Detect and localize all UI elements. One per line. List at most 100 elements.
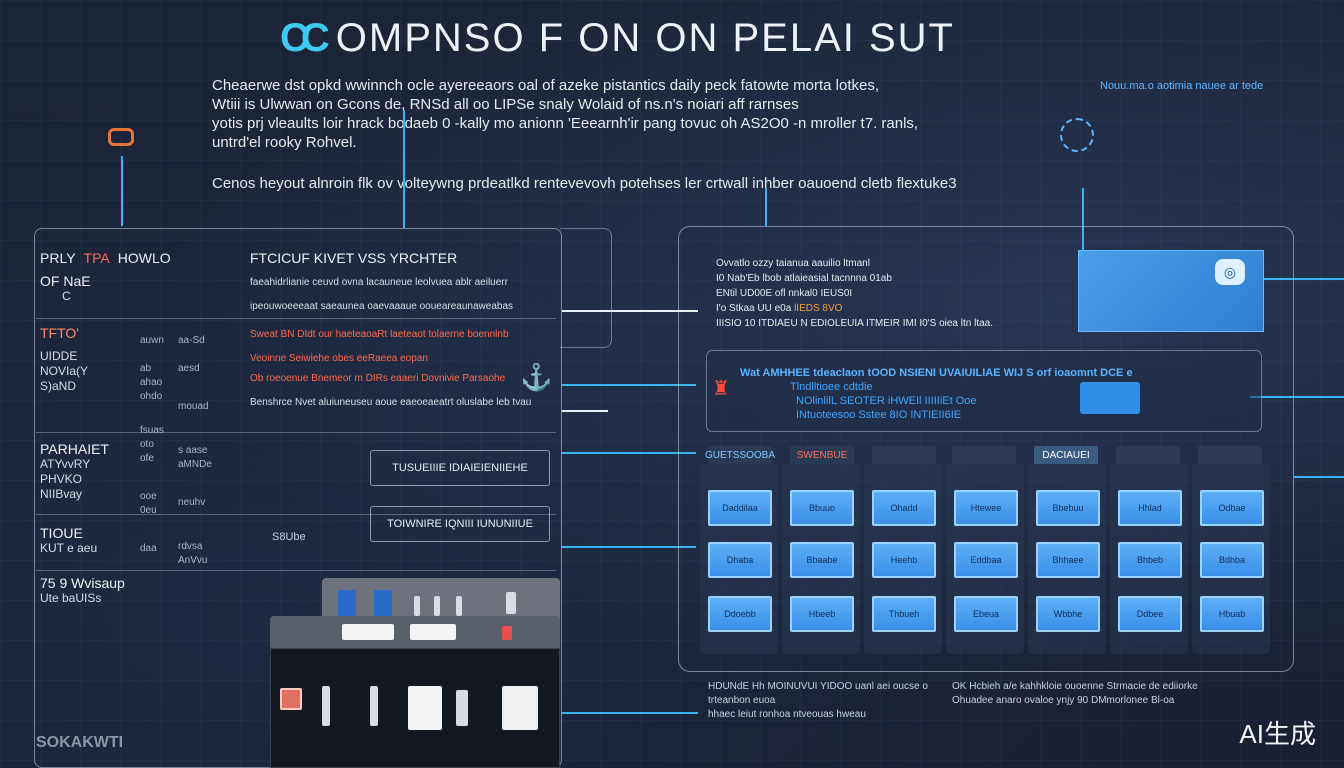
left-section[interactable]: PARHAIET ATYvvRY PHVKO NIIBvay (40, 442, 109, 502)
intro-line: untrd'el rooky Rohvel. (212, 134, 357, 151)
column-cell: oto (140, 439, 154, 450)
left-action-box[interactable]: TUSUEIIIE IDIAIEIENIIEHE (370, 450, 550, 486)
column-cell: aMNDe (178, 459, 212, 470)
console-key[interactable] (414, 596, 420, 616)
header-label: PRLY (40, 250, 76, 266)
console-button[interactable] (410, 624, 456, 640)
dashboard-tile[interactable]: Ddbee (1118, 596, 1182, 632)
dashboard-tile[interactable]: Ohadd (872, 490, 936, 526)
divider (36, 318, 556, 319)
connector-line (1264, 278, 1344, 280)
globe-icon[interactable] (1060, 118, 1094, 152)
left-section[interactable]: TIOUE KUT e aeu (40, 526, 97, 556)
console-key[interactable] (280, 688, 302, 710)
dashboard-tile[interactable]: Odbae (1200, 490, 1264, 526)
ai-generated-badge: AI生成 (1239, 719, 1316, 749)
section-line: S)aND (40, 379, 77, 393)
column-cell: 0eu (140, 505, 157, 516)
right-panel (678, 226, 1294, 672)
console-key[interactable] (370, 686, 378, 726)
dashboard-tile[interactable]: Bbuuo (790, 490, 854, 526)
tile-tab[interactable]: DACIAUEI (1034, 446, 1098, 464)
brand-label: SOKAKWTI (36, 734, 124, 751)
footer-right: OK Hcbieh a/e kahhkloie ouoenne Strmacie… (952, 680, 1252, 708)
dashboard-tile[interactable]: Bdhba (1200, 542, 1264, 578)
control-console (270, 578, 560, 768)
dashboard-tile[interactable]: Dhaba (708, 542, 772, 578)
dashboard-tile[interactable]: Bhbeb (1118, 542, 1182, 578)
left-section[interactable]: TFTO' UIDDE NOVIa(Y S)aND (40, 326, 88, 394)
console-button[interactable] (342, 624, 394, 640)
link-icon[interactable] (108, 128, 134, 146)
alert-row: Sweat BN DIdt our haeteaoaRt laeteaot to… (250, 329, 509, 340)
info-text: I'o Stkaa UU e0a (716, 303, 792, 314)
tile-tab[interactable] (1116, 446, 1180, 464)
left-section[interactable]: OF NaE C (40, 274, 91, 304)
connector-line (403, 110, 405, 228)
dashboard-tile[interactable]: Hbeeb (790, 596, 854, 632)
console-key[interactable] (506, 592, 516, 614)
section-line: UIDDE (40, 349, 78, 363)
info-highlight: lIEDS 8VO (794, 303, 843, 314)
info-line: I'o Stkaa UU e0a lIEDS 8VO (716, 301, 1036, 316)
banner-line: Wat AMHHEE tdeaclaon tOOD NSIENI UVAIUIL… (740, 367, 1133, 379)
column-cell: aa-Sd (178, 335, 205, 346)
footer-line: hhaec leiut ronhoa ntveouas hweau (708, 709, 866, 720)
left-panel-frame (560, 228, 612, 348)
dashboard-tile[interactable]: Heehb (872, 542, 936, 578)
column-cell: auwn (140, 335, 164, 346)
dashboard-tile[interactable]: Wbbhe (1036, 596, 1100, 632)
dashboard-tile[interactable]: Hbuab (1200, 596, 1264, 632)
dashboard-tile[interactable]: Ebeua (954, 596, 1018, 632)
console-button[interactable] (502, 626, 512, 640)
column-cell: ohdo (140, 391, 163, 402)
left-action-box[interactable]: TOIWNIRE IQNIII IUNUNIIUE (370, 506, 550, 542)
highlight-card[interactable]: ◎ (1078, 250, 1264, 332)
dashboard-tile[interactable]: Hhlad (1118, 490, 1182, 526)
connector-line (562, 410, 608, 412)
connector-line (562, 712, 698, 714)
console-key[interactable] (374, 590, 392, 616)
dashboard-tile[interactable]: Htewee (954, 490, 1018, 526)
left-column-a: auwn ab ahao ohdo fsuas oto ofe ooe 0eu … (140, 334, 164, 556)
left-section[interactable]: 75 9 Wvisaup Ute baUISs (40, 576, 125, 606)
info-line: I0 Nab'Eb lbob atlaieasial tacnnna 01ab (716, 273, 892, 284)
connector-line (1294, 476, 1344, 478)
dashboard-tile[interactable]: Bbaabe (790, 542, 854, 578)
tile-tab[interactable] (1198, 446, 1262, 464)
dashboard-tile[interactable]: Thbueh (872, 596, 936, 632)
tile-tab[interactable]: GUETSSOOBA (705, 446, 775, 464)
section-line: KUT e aeu (40, 541, 98, 555)
connector-line (562, 546, 696, 548)
section-head: 75 9 Wvisaup (40, 575, 125, 591)
footer-line: OK Hcbieh a/e kahhkloie ouoenne Strmacie… (952, 681, 1198, 692)
console-key[interactable] (456, 690, 468, 726)
banner-line: Tlndlltioee cdtdie (790, 381, 873, 393)
page-title: CC OMPNSO F ON ON PELAI SUT (280, 16, 955, 61)
dashboard-tile[interactable]: Bbebuu (1036, 490, 1100, 526)
dashboard-tile[interactable]: Daddilaa (708, 490, 772, 526)
info-line: IIISIO 10 ITDIAEU N EDIOLEUIA ITMEIR IMI… (716, 318, 993, 329)
console-key[interactable] (502, 686, 538, 730)
tile-tab[interactable] (872, 446, 936, 464)
dashboard-tile[interactable]: Bhhaee (1036, 542, 1100, 578)
column-cell: neuhv (178, 497, 206, 508)
dashboard-tile[interactable]: Eddbaa (954, 542, 1018, 578)
console-key[interactable] (322, 686, 330, 726)
console-key[interactable] (338, 590, 356, 616)
left-panel-title: FTCICUF KIVET VSS YRCHTER (250, 250, 458, 266)
tile-tab[interactable]: SWENBUE (790, 446, 854, 464)
network-icon: ◎ (1215, 259, 1245, 285)
console-key[interactable] (408, 686, 442, 730)
dashboard-tile[interactable]: Ddoebb (708, 596, 772, 632)
device-icon (1080, 382, 1140, 414)
intro-line: Cheaerwe dst opkd wwinnch ocle ayereeaor… (212, 77, 880, 94)
info-row: Benshrce Nvet aluiuneuseu aoue eaeoeaeat… (250, 397, 532, 408)
column-cell: ahao (140, 377, 163, 388)
tile-tab[interactable] (952, 446, 1016, 464)
alert-row: Veoinne Seiwiehe obes eeRaeea eopan (250, 353, 428, 364)
console-key[interactable] (434, 596, 440, 616)
aside-label: S8Ube (272, 531, 306, 543)
intro-paragraph: Cheaerwe dst opkd wwinnch ocle ayereeaor… (212, 76, 1092, 193)
console-key[interactable] (456, 596, 462, 616)
